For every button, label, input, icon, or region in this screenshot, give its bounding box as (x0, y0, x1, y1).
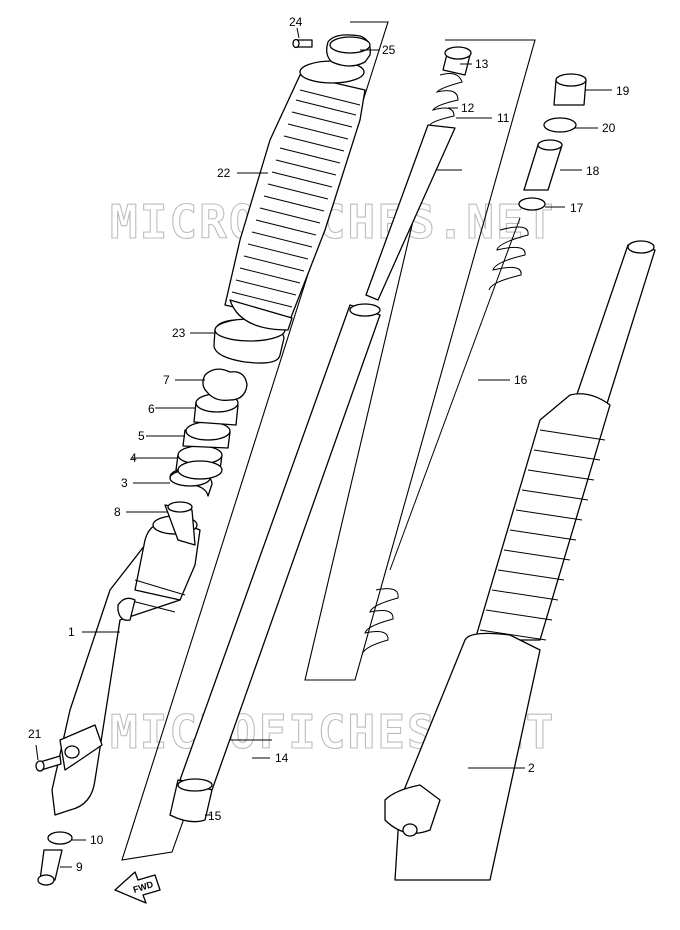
piston-rod-8 (164, 501, 196, 546)
callout-23: 23 (172, 326, 186, 340)
callout-9: 9 (76, 860, 83, 874)
fork-assembly-right (384, 240, 656, 881)
washer-17 (518, 197, 546, 211)
callout-6: 6 (148, 402, 155, 416)
callout-numbers: 1 2 3 4 5 6 7 8 9 10 11 12 13 14 15 16 1… (28, 15, 630, 874)
callout-7: 7 (163, 373, 170, 387)
circlip-7 (202, 368, 248, 401)
o-ring-20 (543, 117, 577, 133)
callout-21: 21 (28, 727, 42, 741)
bolt-21 (35, 755, 62, 772)
callout-18: 18 (586, 164, 600, 178)
spring-12-13 (365, 46, 472, 301)
clamp-25 (326, 34, 371, 67)
callout-2: 2 (528, 761, 535, 775)
cap-bolt-19 (553, 73, 587, 106)
callout-4: 4 (130, 451, 137, 465)
callout-3: 3 (121, 476, 128, 490)
callout-11: 11 (497, 111, 510, 125)
callout-10: 10 (90, 833, 104, 847)
fwd-arrow-icon: FWD (114, 871, 161, 904)
washer-10 (47, 831, 73, 845)
inner-tube-14 (169, 303, 381, 823)
callout-14: 14 (275, 751, 289, 765)
callout-1: 1 (68, 625, 75, 639)
callout-19: 19 (616, 84, 630, 98)
callout-22: 22 (217, 166, 231, 180)
callout-13: 13 (475, 57, 489, 71)
callout-5: 5 (138, 429, 145, 443)
bolt-9 (37, 849, 63, 886)
callout-16: 16 (514, 373, 528, 387)
callout-8: 8 (114, 505, 121, 519)
callout-17: 17 (570, 201, 584, 215)
callout-25: 25 (382, 43, 396, 57)
callout-20: 20 (602, 121, 616, 135)
fork-spring-16 (361, 217, 529, 656)
callout-12: 12 (461, 101, 475, 115)
outer-tube-left (51, 515, 201, 816)
leader-lines (35, 27, 612, 868)
spacer-18 (523, 139, 563, 191)
callout-15: 15 (208, 809, 222, 823)
screw-24 (292, 38, 313, 49)
callout-24: 24 (289, 15, 303, 29)
seal-rings-stack (169, 393, 239, 497)
